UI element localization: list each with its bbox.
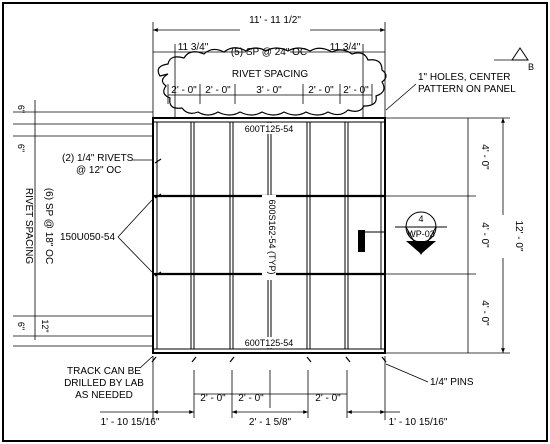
rivet-seg-2: 2' - 0": [205, 85, 231, 96]
pins-note: 1/4" PINS: [385, 363, 474, 388]
pins-seg-3: 2' - 0": [315, 393, 341, 404]
top-track-label: 600T125-54: [245, 124, 294, 134]
right-seg-2: 4' - 0": [479, 222, 490, 248]
pins-seg-1: 2' - 0": [200, 393, 226, 404]
vertical-rivet-spacing: (6) SP @ 18" OC: [43, 188, 54, 264]
pins-seg-2: 2' - 0": [238, 393, 264, 404]
revision-tag: B: [528, 62, 534, 72]
rivet-seg-4: 2' - 0": [308, 85, 334, 96]
section-number: 4: [418, 214, 423, 224]
track-note-line-1: TRACK CAN BE: [67, 366, 141, 377]
bottom-right-offset: 1' - 10 15/16": [389, 417, 448, 428]
top-dimensions: 11' - 11 1/2" 11 3/4" 11 3/4" (5) SP @ 2…: [152, 15, 386, 118]
track-note-line-2: DRILLED BY LAB: [64, 378, 144, 389]
bottom-dimensions: 2' - 0" 2' - 0" 2' - 0" 1' - 10 15/16" 2…: [100, 356, 448, 428]
section-sheet: WP-03: [407, 229, 435, 239]
rivet-seg-5: 2' - 0": [343, 85, 369, 96]
wall-panel: 600T125-54 600T125-54 600S162-54 (TYP): [152, 117, 386, 354]
rivet-ticks: [154, 158, 162, 277]
pins-label: 1/4" PINS: [430, 377, 474, 388]
holes-note-line-1: 1" HOLES, CENTER: [418, 72, 510, 83]
section-callout: 4 WP-03: [365, 211, 447, 256]
bottom-track-label: 600T125-54: [245, 338, 294, 348]
overall-width-dim: 11' - 11 1/2": [249, 15, 301, 26]
bottom-left-offset: 1' - 10 15/16": [101, 417, 160, 428]
studs: [156, 122, 382, 349]
left-edge-offset-dim: 11 3/4": [178, 42, 209, 53]
side-dim-6a: 6": [16, 105, 26, 113]
bottom-center-dim: 2' - 1 5/8": [249, 417, 292, 428]
vertical-rivet-spacing-2: RIVET SPACING: [23, 188, 34, 265]
revision-triangle: B: [494, 47, 534, 72]
holes-note: 1" HOLES, CENTER PATTERN ON PANEL: [385, 72, 516, 111]
rivets-note-line-1: (2) 1/4" RIVETS: [62, 153, 134, 164]
section-cut-marker: [358, 230, 365, 252]
bridging-label: 150U050-54: [60, 232, 115, 243]
side-dim-12: 12": [40, 319, 50, 332]
side-dim-6b: 6": [16, 144, 26, 152]
rivet-seg-3: 3' - 0": [256, 85, 282, 96]
right-seg-1: 4' - 0": [479, 144, 490, 170]
stud-label: 600S162-54 (TYP): [267, 199, 277, 274]
holes-note-line-2: PATTERN ON PANEL: [418, 84, 516, 95]
track-note-line-3: AS NEEDED: [75, 390, 133, 401]
side-dim-6c: 6": [16, 322, 26, 330]
right-seg-3: 4' - 0": [479, 300, 490, 326]
bridging-note: 150U050-54: [60, 199, 153, 273]
right-edge-offset-dim: 11 3/4": [330, 42, 361, 53]
rivets-note: (2) 1/4" RIVETS @ 12" OC: [62, 153, 153, 176]
right-dimensions: 4' - 0" 4' - 0" 4' - 0" 12' - 0": [385, 117, 524, 354]
rivets-note-line-2: @ 12" OC: [76, 165, 121, 176]
rivet-spacing-dims: RIVET SPACING 2' - 0" 2' - 0" 3' - 0" 2'…: [167, 69, 373, 104]
track-drilled-note: TRACK CAN BE DRILLED BY LAB AS NEEDED: [64, 355, 154, 401]
revision-cloud: [157, 47, 387, 116]
rivet-spacing-title: RIVET SPACING: [232, 69, 309, 80]
overall-height-dim: 12' - 0": [513, 220, 524, 251]
left-dimensions: 6" 6" 6" 12" RIVET SPACING (6) SP @ 18" …: [13, 100, 153, 347]
sp-spacing-label: (5) SP @ 24" OC: [231, 47, 307, 58]
rivet-seg-1: 2' - 0": [171, 85, 197, 96]
